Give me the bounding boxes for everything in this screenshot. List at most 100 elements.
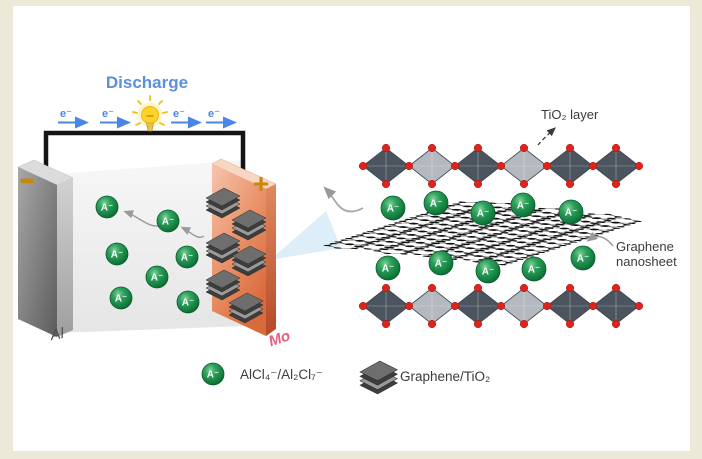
ion-sphere: A⁻ (380, 195, 406, 221)
carbon-atom (469, 225, 478, 227)
oxygen-atom (519, 283, 529, 293)
oxygen-atom (404, 161, 414, 171)
carbon-atom (402, 230, 411, 232)
carbon-atom (443, 227, 452, 229)
ion-sphere: A⁻ (423, 190, 449, 216)
carbon-atom (506, 239, 515, 241)
carbon-atom (478, 227, 487, 229)
carbon-atom (492, 206, 501, 209)
lightbulb-rays (132, 95, 168, 126)
carbon-atom (623, 218, 632, 220)
oxygen-atom (565, 283, 575, 293)
electron-arrow: e⁻ (171, 108, 202, 129)
carbon-atom (541, 250, 550, 252)
carbon-atom (527, 238, 536, 240)
carbon-atom (606, 229, 615, 231)
oxygen-atom (634, 301, 644, 311)
ion-sphere: A⁻ (175, 245, 199, 269)
carbon-atom (447, 232, 456, 234)
carbon-atom (600, 225, 609, 227)
carbon-atom (510, 222, 519, 224)
carbon-atom (488, 229, 497, 231)
carbon-atom (460, 243, 469, 245)
oxygen-atom (381, 283, 391, 293)
carbon-atom (488, 223, 497, 225)
carbon-atom (445, 216, 454, 218)
carbon-atom (591, 217, 600, 220)
oxygen-atom (611, 319, 621, 329)
carbon-atom (477, 233, 486, 235)
ion-symbol: A⁻ (181, 253, 194, 264)
carbon-atom (441, 212, 450, 215)
carbon-atom (612, 227, 621, 229)
ion-symbol: A⁻ (101, 203, 114, 214)
ion-symbol: A⁻ (435, 259, 448, 270)
electron-arrow: e⁻ (206, 108, 237, 129)
tio2-layer-bottom (358, 283, 644, 329)
carbon-atom (504, 250, 513, 253)
carbon-atom (486, 240, 495, 243)
carbon-atom (531, 241, 540, 244)
oxygen-atom (519, 319, 529, 329)
ion-symbol: A⁻ (482, 267, 495, 278)
carbon-atom (355, 240, 364, 242)
carbon-atom (463, 259, 472, 261)
carbon-atom (526, 255, 535, 257)
carbon-atom (375, 238, 384, 241)
carbon-atom (407, 228, 416, 230)
graphene-tio2-stack (231, 245, 267, 277)
carbon-atom (622, 224, 631, 226)
carbon-atom (503, 229, 512, 231)
carbon-atom (570, 224, 579, 226)
carbon-atom (452, 203, 461, 205)
oxygen-atom (565, 143, 575, 153)
carbon-atom (508, 228, 517, 230)
carbon-atom (456, 212, 465, 215)
oxygen-atom (404, 301, 414, 311)
carbon-atom (531, 253, 540, 255)
carbon-atom (596, 221, 605, 223)
carbon-atom (546, 215, 555, 218)
ion-sphere: A⁻ (428, 250, 454, 276)
carbon-atom (437, 229, 446, 231)
carbon-atom (452, 256, 461, 258)
carbon-atom (439, 218, 448, 220)
carbon-atom (334, 241, 343, 243)
carbon-atom (525, 243, 534, 246)
carbon-atom (569, 241, 578, 243)
carbon-atom (454, 224, 463, 226)
carbon-atom (376, 233, 385, 235)
carbon-atom (377, 227, 386, 229)
carbon-atom (611, 222, 620, 224)
lightbulb-bulb (141, 106, 159, 124)
carbon-atom (344, 238, 354, 240)
carbon-atom (415, 242, 424, 244)
carbon-atom (353, 245, 362, 248)
carbon-atom (540, 217, 549, 220)
carbon-atom (430, 242, 439, 244)
ion-symbol: A⁻ (430, 199, 443, 210)
carbon-atom (458, 228, 467, 230)
oxygen-atom (427, 283, 437, 293)
tio2-layer-top (358, 143, 644, 189)
carbon-atom (439, 224, 448, 226)
carbon-atom (383, 225, 392, 227)
ion-symbol: A⁻ (577, 254, 590, 265)
carbon-atom (493, 233, 502, 235)
electron-label: e⁻ (208, 108, 220, 120)
carbon-atom (533, 230, 542, 232)
carbon-atom (415, 236, 424, 238)
carbon-atom (495, 248, 504, 251)
carbon-atom (456, 234, 465, 236)
carbon-atom (497, 210, 506, 212)
ion-sphere: A⁻ (475, 258, 501, 284)
carbon-atom (627, 222, 636, 224)
ion-sphere: A⁻ (156, 209, 180, 233)
carbon-atom (568, 230, 577, 232)
carbon-atom (558, 244, 567, 247)
oxygen-atom (473, 283, 483, 293)
carbon-atom (614, 216, 623, 218)
carbon-atom (409, 217, 418, 219)
ion-symbol: A⁻ (207, 370, 220, 381)
